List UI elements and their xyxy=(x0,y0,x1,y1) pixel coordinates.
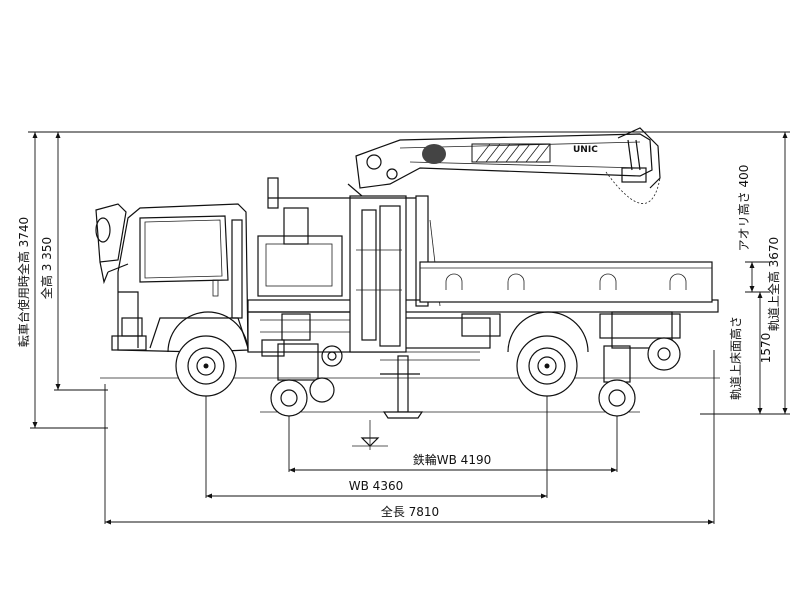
dim-overall-height-rail: 転車台使用時全高 3740 xyxy=(16,217,31,347)
turntable xyxy=(352,355,424,450)
rear-rail-gear xyxy=(598,311,681,417)
cargo-bed xyxy=(419,261,713,303)
front-rail-gear xyxy=(270,343,335,417)
dimension-lines xyxy=(28,131,790,525)
dim-wheelbase: WB 4360 xyxy=(349,479,403,493)
dim-rail-deck-height: 軌道上床面高さ xyxy=(728,316,743,400)
dim-rail-overall-height: 軌道上全高 3670 xyxy=(766,237,781,331)
boom-hatched-oval xyxy=(422,144,446,164)
dim-overall-height: 全高 3 350 xyxy=(39,237,54,299)
rear-road-wheel xyxy=(507,311,589,397)
cab xyxy=(95,203,249,353)
dim-overall-length: 全長 7810 xyxy=(381,504,439,519)
boom-hatched-section xyxy=(471,143,551,163)
crane-post xyxy=(257,177,441,353)
crane-logo: UNIC xyxy=(573,145,598,155)
crane-boom: UNIC xyxy=(355,127,661,204)
dim-rail-wheelbase: 鉄輪WB 4190 xyxy=(413,452,491,467)
dim-tailgate-height: アオリ高さ 400 xyxy=(736,165,751,252)
dim-rail-deck-height-value: 1570 xyxy=(759,333,773,364)
